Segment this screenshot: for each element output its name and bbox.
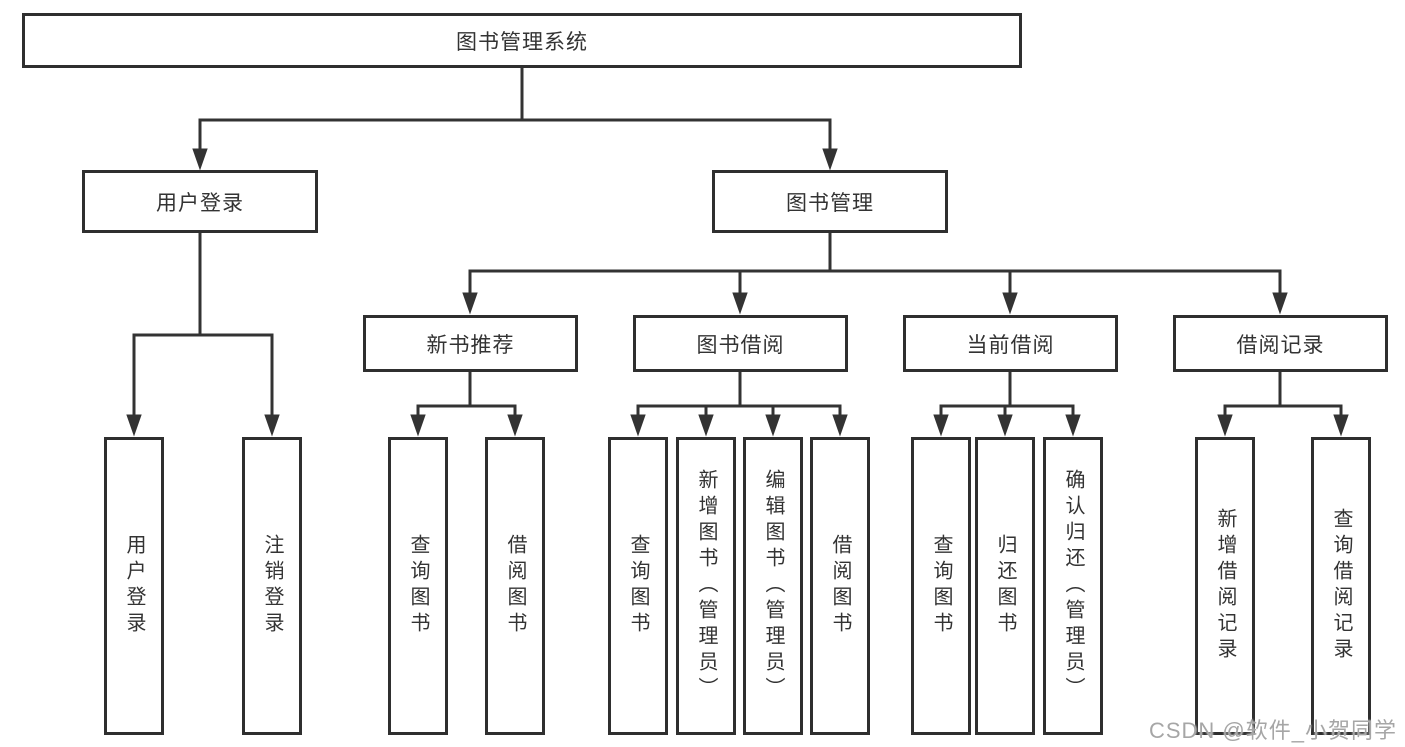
leaf-query-borrow-record: 查询借阅记录 [1311, 437, 1371, 735]
leaf-borrow-book: 借阅图书 [810, 437, 870, 735]
node-book-borrow: 图书借阅 [633, 315, 848, 372]
node-new-book-recommend: 新书推荐 [363, 315, 578, 372]
node-root: 图书管理系统 [22, 13, 1022, 68]
leaf-query-book-current: 查询图书 [911, 437, 971, 735]
node-user-login: 用户登录 [82, 170, 318, 233]
leaf-user-login: 用户登录 [104, 437, 164, 735]
node-borrow-records: 借阅记录 [1173, 315, 1388, 372]
leaf-edit-book-admin: 编辑图书（管理员） [743, 437, 803, 735]
node-current-borrow: 当前借阅 [903, 315, 1118, 372]
leaf-borrow-book-recommend: 借阅图书 [485, 437, 545, 735]
leaf-add-book-admin: 新增图书（管理员） [676, 437, 736, 735]
leaf-query-book-borrow: 查询图书 [608, 437, 668, 735]
leaf-confirm-return-admin: 确认归还（管理员） [1043, 437, 1103, 735]
node-book-management: 图书管理 [712, 170, 948, 233]
leaf-add-borrow-record: 新增借阅记录 [1195, 437, 1255, 735]
leaf-query-book-recommend: 查询图书 [388, 437, 448, 735]
leaf-return-book: 归还图书 [975, 437, 1035, 735]
leaf-logout: 注销登录 [242, 437, 302, 735]
csdn-watermark: CSDN @软件_小贺同学 [1148, 718, 1397, 743]
